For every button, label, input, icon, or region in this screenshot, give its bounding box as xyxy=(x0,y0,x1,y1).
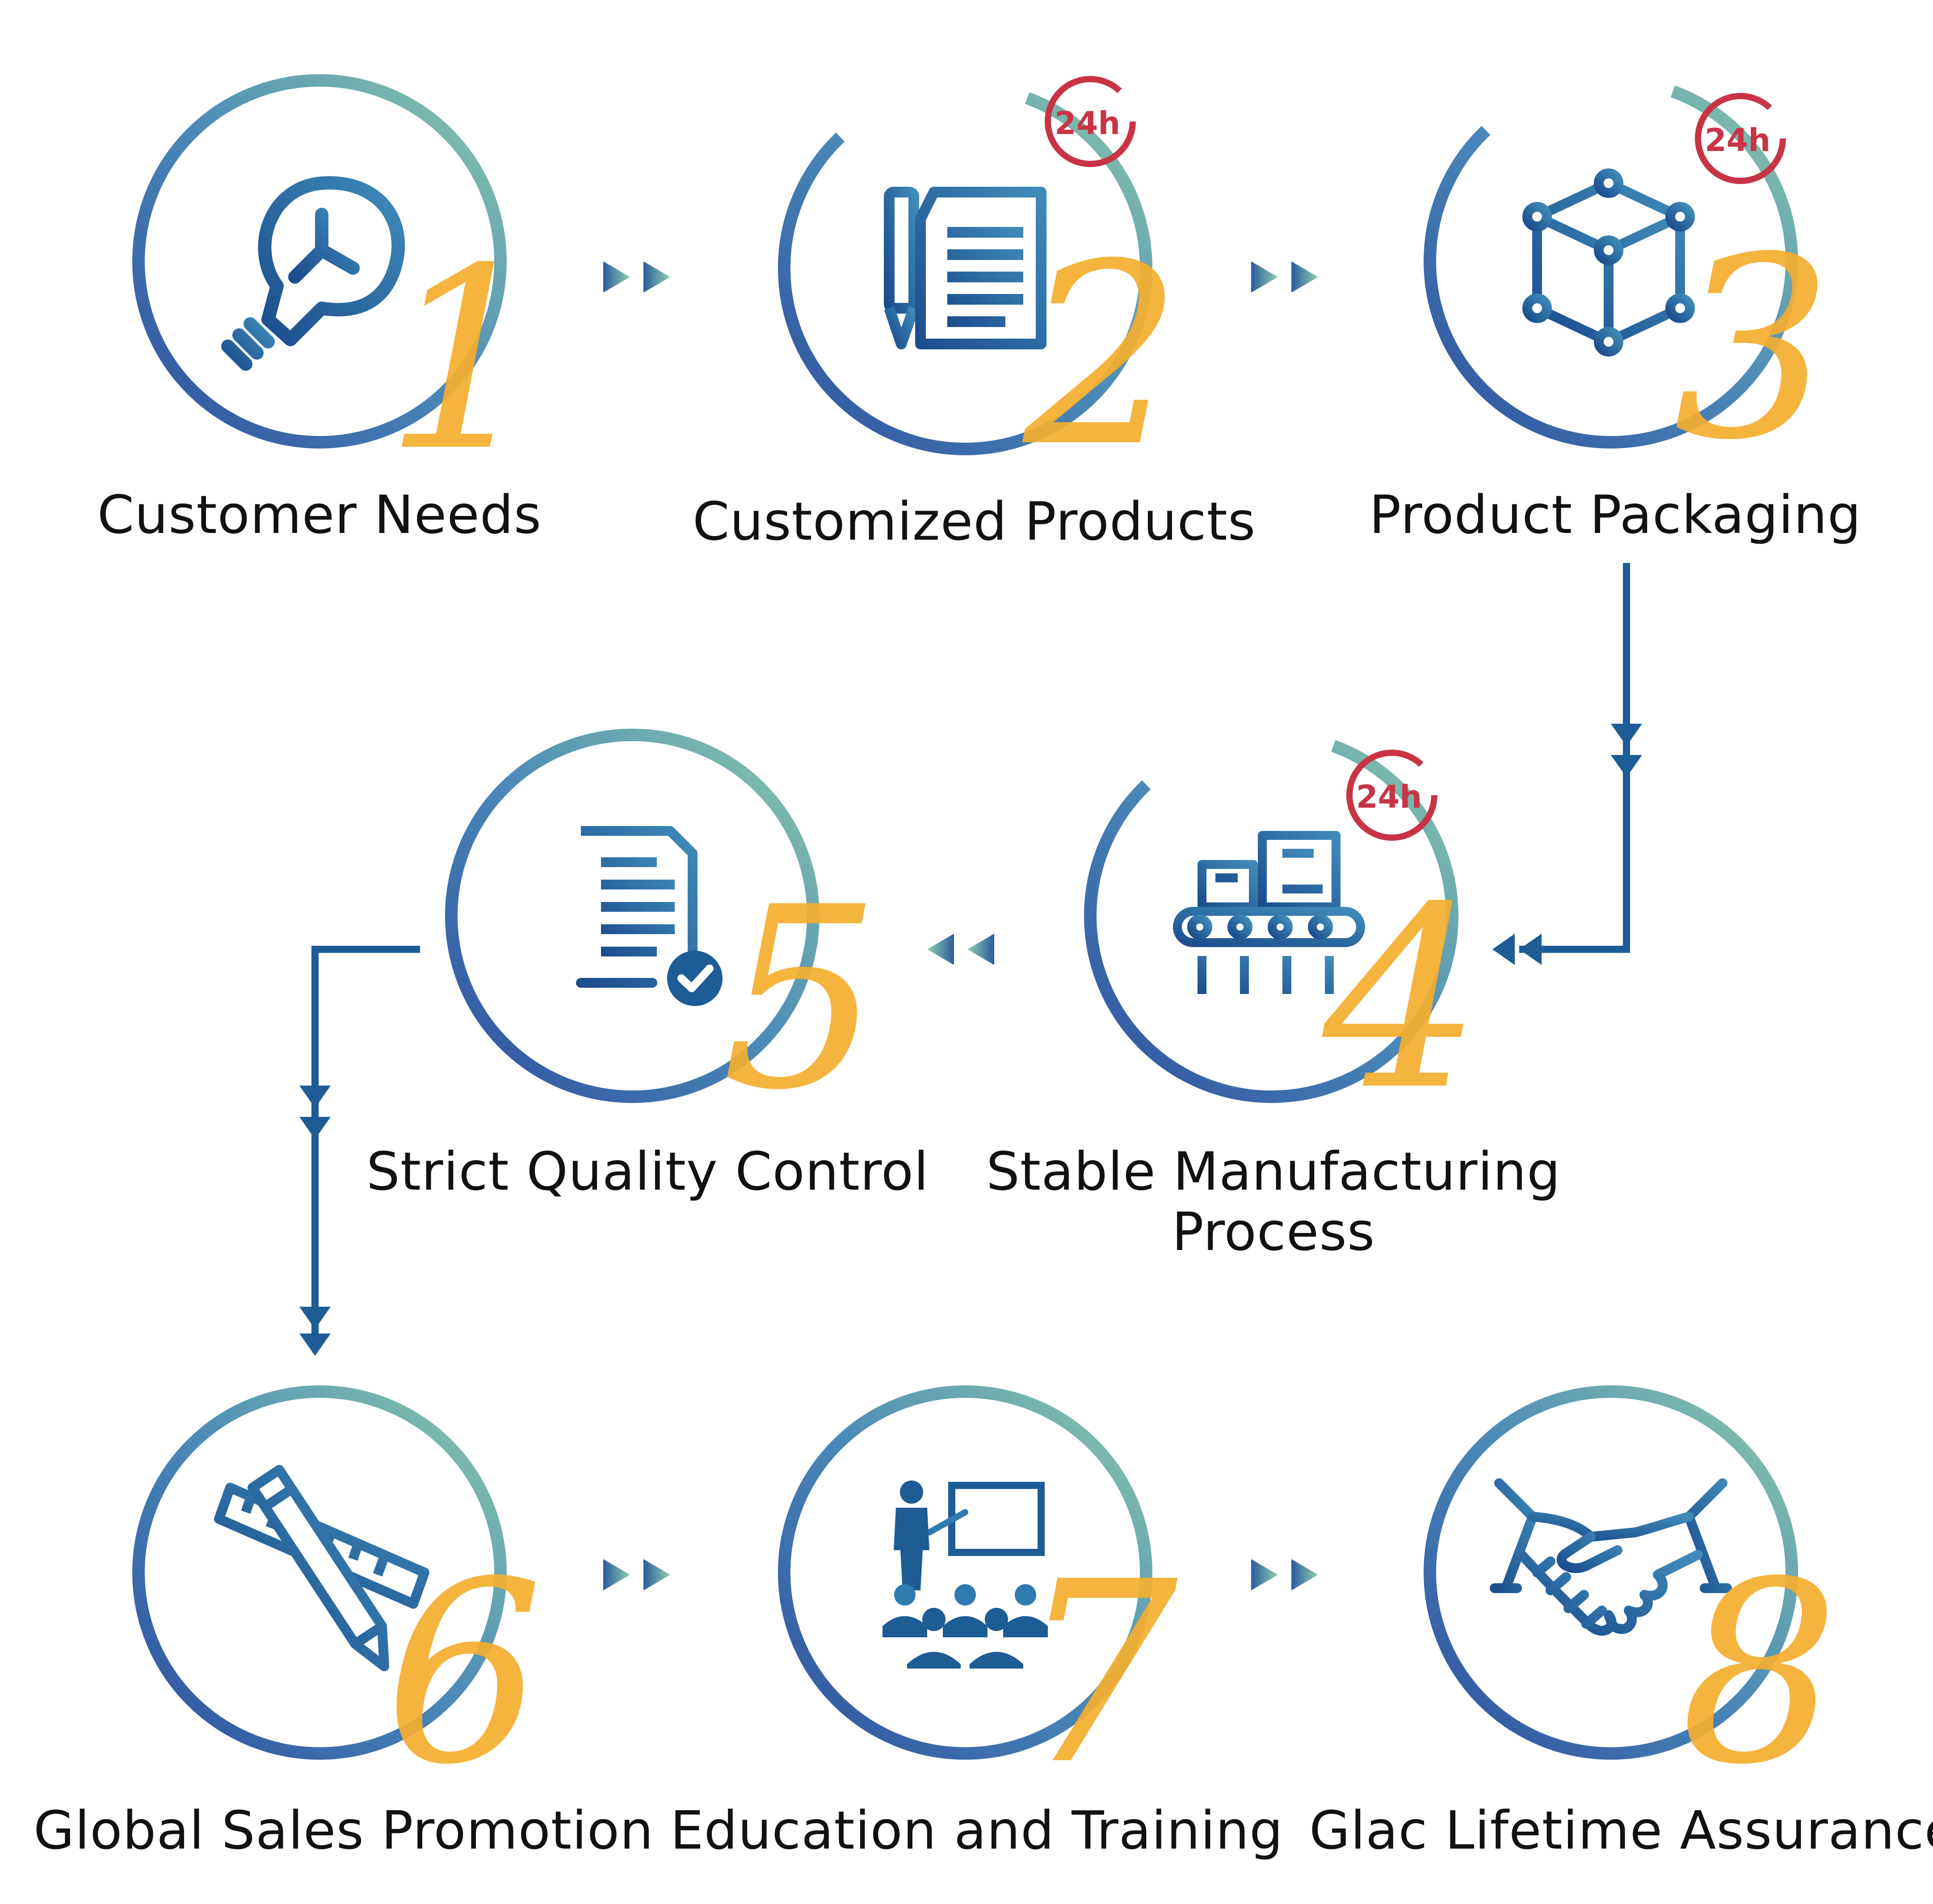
step-7-label: Education and Training xyxy=(670,1799,1284,1861)
step-4-ring xyxy=(1084,729,1458,1103)
double-chevron-right-icon xyxy=(1251,1559,1318,1590)
step-6-label: Global Sales Promotion xyxy=(34,1799,654,1861)
double-chevron-right-icon xyxy=(1251,261,1318,293)
double-chevron-left-icon xyxy=(927,934,994,965)
step-2-label: Customized Products xyxy=(693,491,1256,552)
step-6: 6 xyxy=(132,1385,543,1820)
double-arrow-down-icon xyxy=(299,1307,331,1356)
double-arrow-down-icon xyxy=(299,1086,331,1139)
document-check-icon xyxy=(576,826,723,1006)
step-2-ring xyxy=(778,81,1152,455)
step-4-label-line2: Process xyxy=(1172,1201,1375,1262)
svg-text:24h: 24h xyxy=(1705,122,1770,159)
step-4-number: 4 xyxy=(1319,854,1482,1145)
step-7-number: 7 xyxy=(1019,1528,1179,1820)
24h-badge-icon: 24h xyxy=(1045,76,1136,167)
step-7: 7 xyxy=(778,1385,1179,1820)
step-4: 24h 4 xyxy=(1084,729,1482,1145)
step-6-number: 6 xyxy=(384,1528,543,1820)
step-1-number: 1 xyxy=(384,215,543,506)
connector-step3-to-step4 xyxy=(1519,563,1630,953)
ruler-pencil-icon xyxy=(214,1465,429,1671)
double-chevron-right-icon xyxy=(603,1559,670,1590)
step-1-ring xyxy=(132,74,507,449)
svg-text:24h: 24h xyxy=(1055,105,1120,142)
step-8-number: 8 xyxy=(1680,1528,1839,1820)
step-2-number: 2 xyxy=(1019,210,1182,502)
connector-step5-to-step6 xyxy=(311,946,420,1336)
step-3: 24h 3 xyxy=(1424,74,1832,495)
document-pencil-icon xyxy=(884,187,1046,349)
cube-icon xyxy=(1522,168,1695,356)
lightbulb-icon xyxy=(221,176,405,371)
step-3-label: Product Packaging xyxy=(1369,484,1862,545)
step-8-ring xyxy=(1424,1385,1798,1760)
double-arrow-left-icon xyxy=(1492,934,1542,965)
svg-text:24h: 24h xyxy=(1356,779,1422,815)
presentation-audience-icon xyxy=(882,1480,1048,1669)
step-4-label-line1: Stable Manufacturing xyxy=(986,1141,1561,1202)
step-5-ring xyxy=(445,729,819,1103)
conveyor-belt-icon xyxy=(1173,831,1365,998)
step-1: 1 xyxy=(132,74,543,506)
double-arrow-down-icon xyxy=(1611,724,1642,777)
step-5-label: Strict Quality Control xyxy=(366,1141,929,1202)
double-chevron-right-icon xyxy=(603,261,670,293)
step-3-ring xyxy=(1424,74,1798,449)
step-6-ring xyxy=(132,1385,507,1760)
step-8-label: Glac Lifetime Assurance xyxy=(1309,1799,1933,1861)
step-5: 5 xyxy=(445,729,881,1145)
step-3-number: 3 xyxy=(1673,204,1832,495)
step-7-ring xyxy=(778,1385,1152,1760)
step-8: 8 xyxy=(1424,1385,1839,1820)
step-5-number: 5 xyxy=(722,854,881,1145)
handshake-icon xyxy=(1490,1478,1732,1636)
step-2: 24h 2 xyxy=(778,76,1182,502)
24h-badge-icon: 24h xyxy=(1346,750,1437,841)
24h-badge-icon: 24h xyxy=(1695,93,1786,184)
step-1-label: Customer Needs xyxy=(97,484,542,545)
